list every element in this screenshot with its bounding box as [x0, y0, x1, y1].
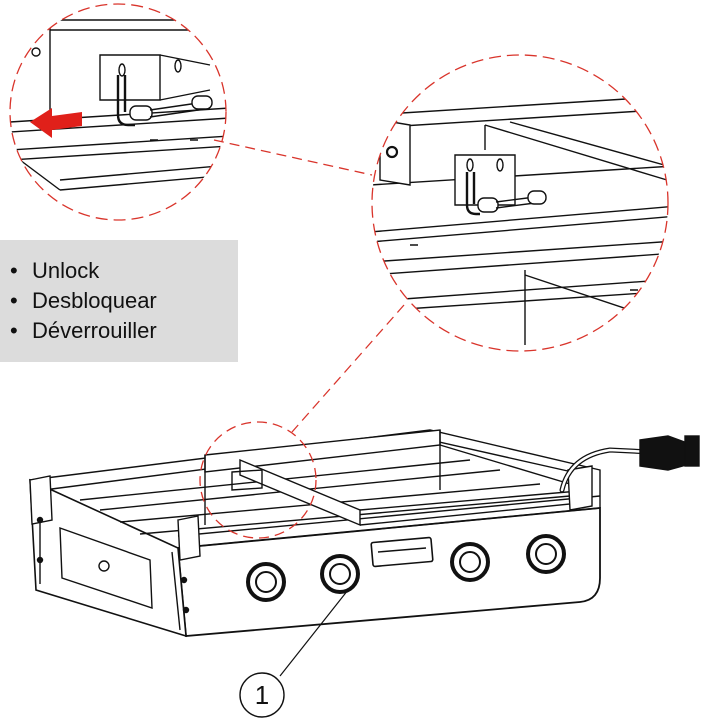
left-arrow-icon	[30, 108, 82, 138]
part-number-label: 1	[254, 680, 270, 710]
grill-body	[29, 429, 700, 638]
detail-view-large	[371, 54, 669, 352]
callout-connectors	[213, 139, 405, 433]
detail-view-small	[9, 3, 227, 221]
instruction-item: •Unlock	[10, 258, 100, 283]
instruction-item: •Déverrouiller	[10, 318, 157, 343]
part-leader-line	[279, 589, 349, 677]
instruction-item: •Desbloquear	[10, 288, 157, 313]
instruction-list: •Unlock •Desbloquear •Déverrouiller	[0, 240, 238, 346]
highlight-circle	[199, 421, 317, 539]
grill-knob-icon	[246, 534, 566, 602]
part-number-circle	[239, 672, 285, 718]
instruction-callout: •Unlock •Desbloquear •Déverrouiller	[0, 240, 238, 362]
